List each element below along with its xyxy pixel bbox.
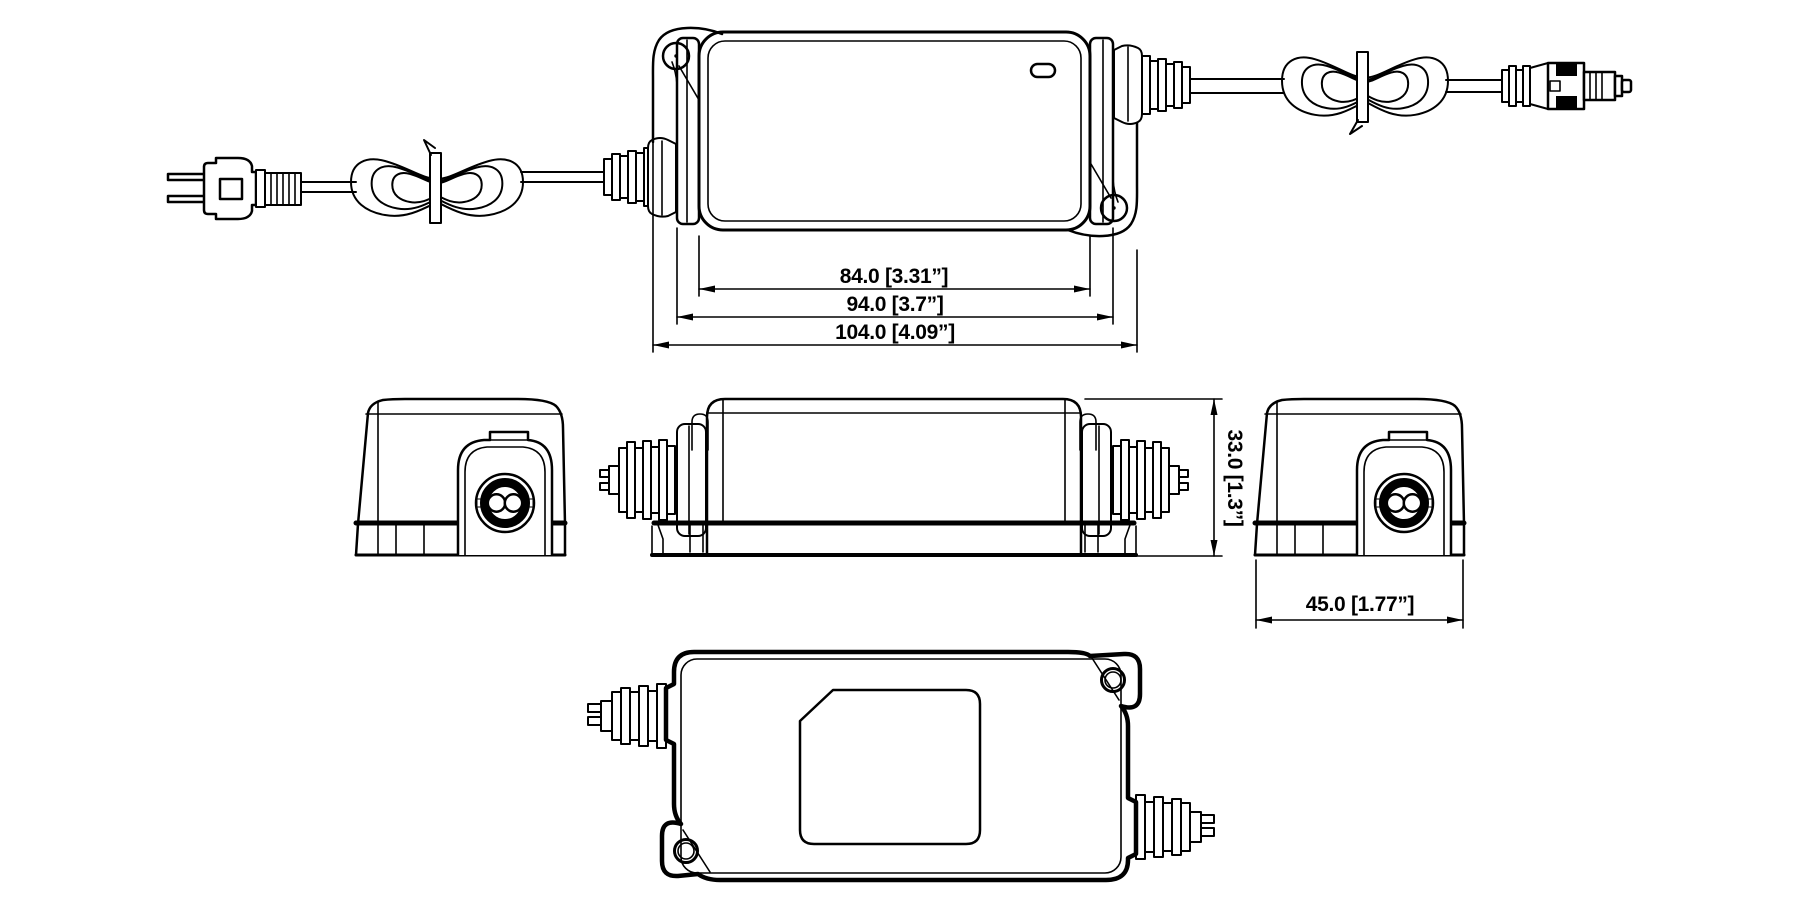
bottom-view-inner-line [680, 658, 1122, 874]
side-view-input-strain-relief [599, 423, 707, 537]
ac-wall-plug [166, 156, 302, 221]
dim-body-length-label: 84.0 [3.31”] [840, 265, 948, 288]
adapter-case-inner-line [707, 40, 1082, 222]
plug-flange [255, 169, 266, 208]
top-view: 84.0 [3.31”] 94.0 [3.7”] 104.0 [4.09”] [166, 26, 1633, 353]
side-view-output-strain-relief [1081, 423, 1189, 537]
dim-width-label: 45.0 [1.77”] [1306, 593, 1414, 616]
bottom-view-input-strain-relief [587, 683, 667, 749]
right-end-view [1255, 399, 1464, 555]
dc-plug-barrel [1582, 70, 1617, 102]
ac-cord-cable-tie [423, 139, 442, 224]
left-end-view [356, 399, 565, 555]
bottom-view [587, 649, 1215, 883]
plug-face-recess [218, 177, 244, 201]
output-cord-cable-tie [1349, 51, 1369, 135]
dc-plug-tip [1620, 78, 1633, 94]
end-bell-left [675, 36, 701, 226]
mounting-hole [673, 838, 699, 864]
mounting-tab-bottom-left [673, 838, 699, 864]
side-view [599, 397, 1189, 557]
dc-plug [1501, 61, 1633, 111]
bottom-view-output-strain-relief [1135, 794, 1215, 860]
led-indicator [1029, 62, 1057, 79]
mounting-ear-bottom-right [1066, 120, 1139, 238]
mounting-hole [661, 41, 691, 71]
side-view-boss-tabs [689, 413, 1099, 553]
ac-cord [300, 171, 607, 193]
side-view-outline [705, 397, 1083, 557]
mounting-hole [1099, 193, 1129, 223]
ac-cord-coil [351, 159, 523, 216]
label-area [798, 688, 982, 846]
dim-body-length: 84.0 [3.31”] [698, 235, 1091, 297]
output-strain-relief [1113, 44, 1191, 125]
input-strain-relief [603, 137, 677, 218]
output-cord-coil [1282, 57, 1448, 115]
plug-strain-relief [264, 172, 302, 206]
dim-overall-length-label: 104.0 [4.09”] [835, 321, 955, 344]
dim-width: 45.0 [1.77”] [1255, 559, 1464, 629]
bottom-view-outline [659, 649, 1143, 883]
dim-height: 33.0 [1.3”] [1084, 398, 1246, 557]
dim-height-label: 33.0 [1.3”] [1223, 429, 1246, 526]
plug-prong-top [166, 172, 210, 182]
adapter-case-outline [697, 30, 1092, 232]
plug-prong-bottom [166, 194, 210, 204]
plug-body [202, 156, 258, 221]
dim-overall-length: 104.0 [4.09”] [652, 114, 1138, 353]
dim-case-length-label: 94.0 [3.7”] [846, 293, 943, 316]
mounting-tab-top-right [1100, 667, 1126, 693]
output-cord [1189, 78, 1505, 94]
adapter-body [675, 30, 1115, 232]
mounting-hole [1100, 667, 1126, 693]
mounting-ear-top-left [651, 26, 724, 144]
dim-case-length: 94.0 [3.7”] [676, 227, 1114, 325]
